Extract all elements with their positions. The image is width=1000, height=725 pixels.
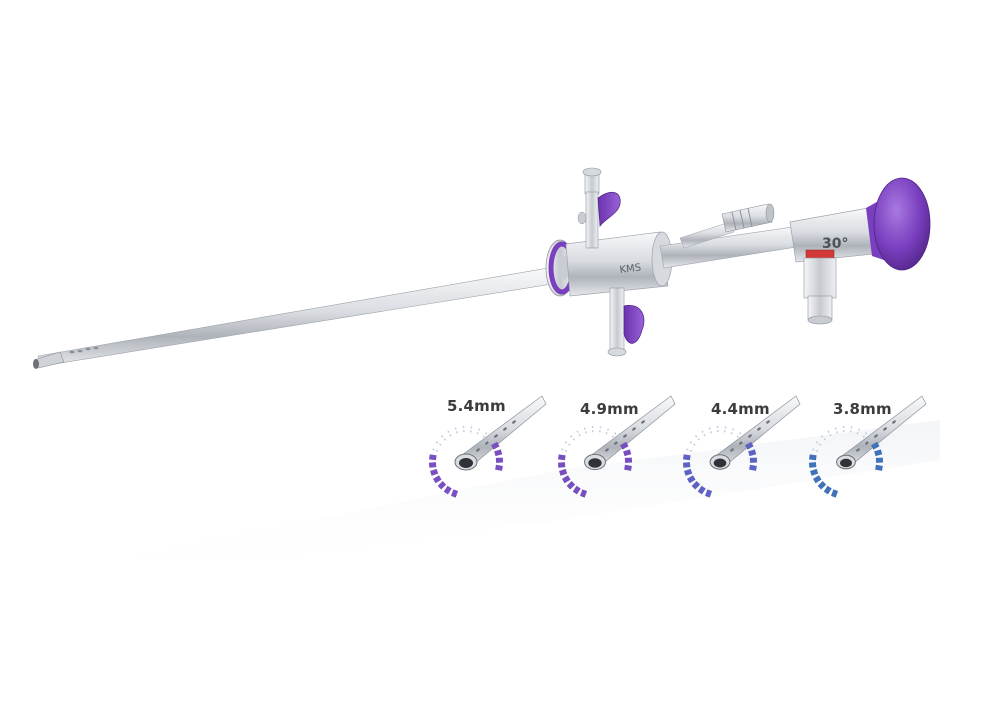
angle-marking: 30° [822, 236, 848, 252]
sheath-tip-inset [808, 395, 927, 498]
sheath-tip-inset [557, 395, 676, 498]
brand-marking: KMS [619, 262, 642, 276]
bottom-stopcock [607, 287, 645, 357]
sheath-tip-inset [428, 395, 547, 498]
top-stopcock [577, 167, 621, 249]
light-post [721, 203, 775, 233]
sheath-tip-inset [682, 395, 801, 498]
instrument-body: KMS [565, 203, 804, 297]
size-label-4-9mm: 4.9mm [580, 400, 639, 418]
size-label-3-8mm: 3.8mm [833, 400, 892, 418]
sheath-tube [33, 267, 553, 369]
size-label-4-4mm: 4.4mm [711, 400, 770, 418]
eyepiece-cup [866, 177, 931, 271]
top-valve-handle [597, 191, 621, 227]
eyepiece-housing: 30° [789, 207, 875, 325]
size-label-5-4mm: 5.4mm [447, 397, 506, 415]
bottom-valve-handle [623, 304, 645, 344]
